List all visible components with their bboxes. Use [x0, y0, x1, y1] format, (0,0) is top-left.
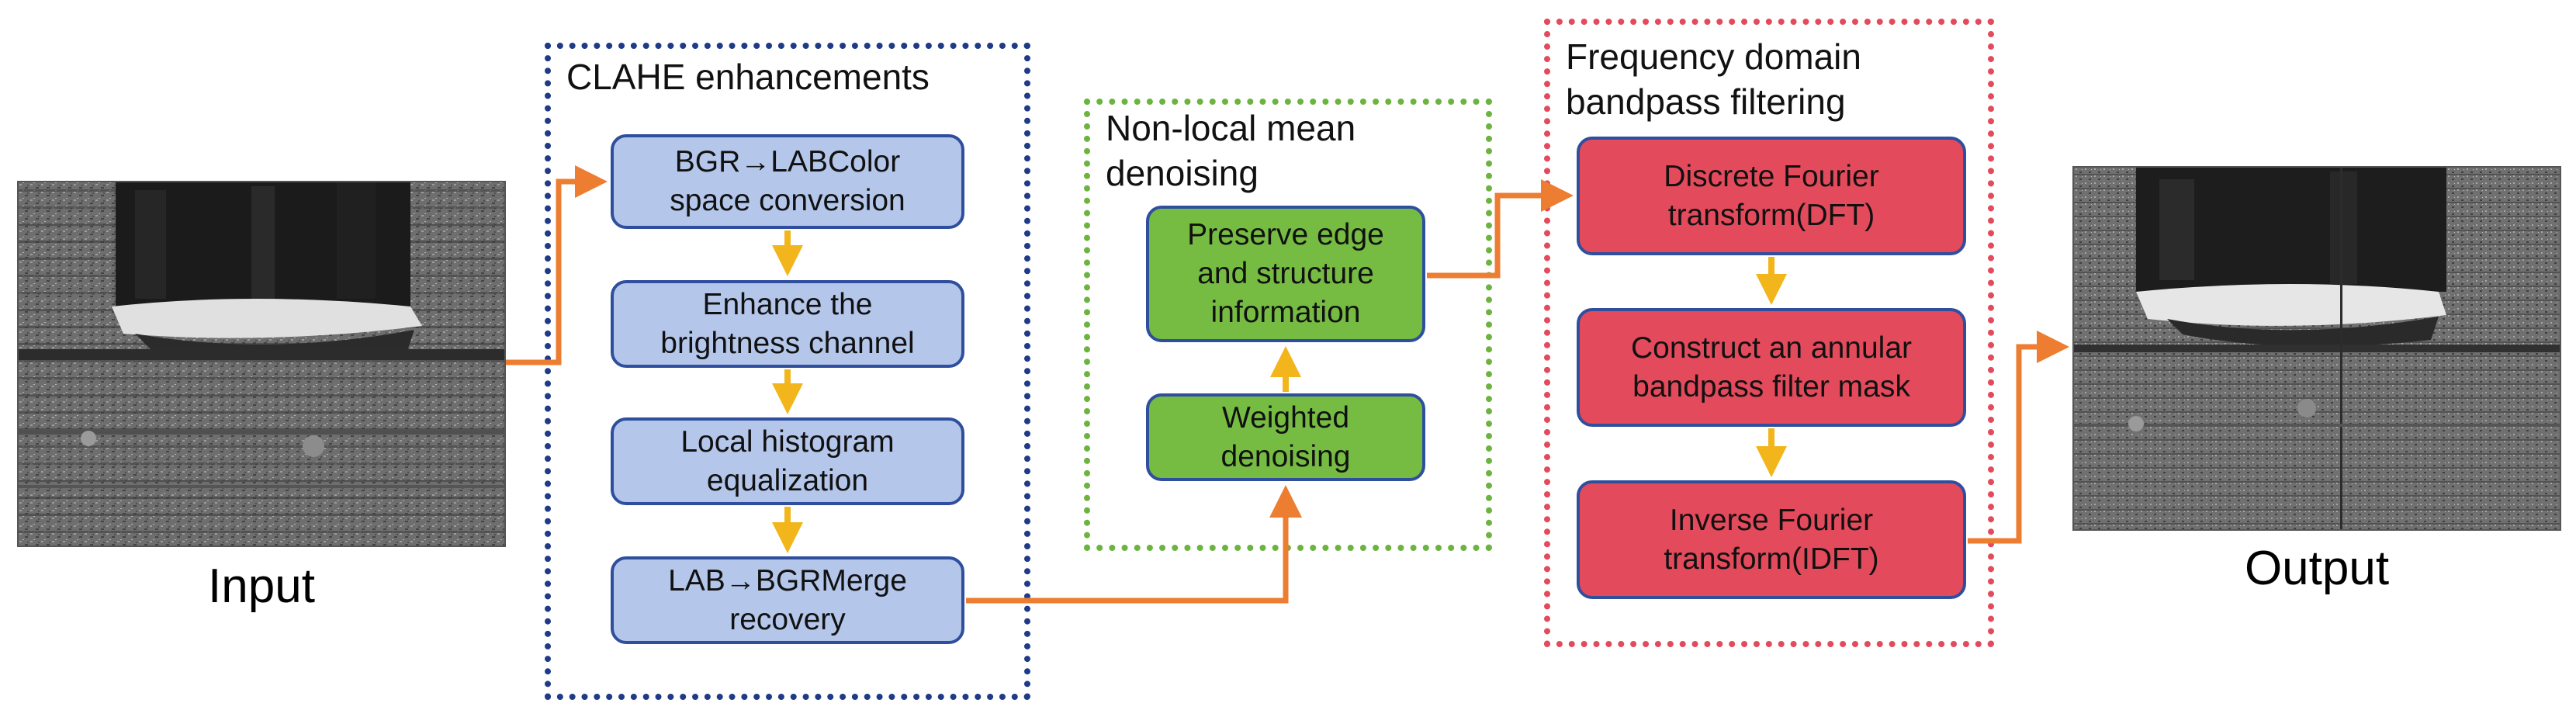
arrow-freq-to-output [1968, 331, 2069, 544]
clahe-group-box [545, 43, 1030, 700]
clahe-step-merge-recovery: LAB→BGRMerge recovery [611, 556, 964, 644]
input-sonar-image [17, 181, 506, 547]
clahe-group-title: CLAHE enhancements [566, 57, 930, 97]
arrow-nlm-to-freq [1427, 179, 1574, 279]
arrow-clahe-to-nlm [966, 485, 1302, 604]
freq-group-box [1544, 19, 1994, 647]
output-sonar-image [2072, 166, 2561, 531]
output-caption: Output [2244, 542, 2390, 595]
input-caption: Input [208, 559, 315, 613]
output-sonar-graphic [2074, 168, 2560, 529]
nlm-step-weighted-denoising: Weighted denoising [1146, 393, 1425, 481]
clahe-step-histogram-equalization: Local histogram equalization [611, 417, 964, 505]
freq-step-dft: Discrete Fourier transform(DFT) [1577, 137, 1966, 255]
clahe-step-color-conversion: BGR→LABColor space conversion [611, 134, 964, 229]
freq-step-idft: Inverse Fourier transform(IDFT) [1577, 480, 1966, 599]
input-sonar-graphic [19, 182, 504, 546]
arrow-input-to-clahe [506, 165, 608, 365]
freq-step-bandpass-mask: Construct an annular bandpass filter mas… [1577, 308, 1966, 427]
nlm-group-title: Non-local mean denoising [1106, 108, 1356, 193]
clahe-step-enhance-brightness: Enhance the brightness channel [611, 280, 964, 368]
nlm-step-preserve-edge: Preserve edge and structure information [1146, 206, 1425, 342]
freq-group-title: Frequency domain bandpass filtering [1566, 36, 1861, 122]
